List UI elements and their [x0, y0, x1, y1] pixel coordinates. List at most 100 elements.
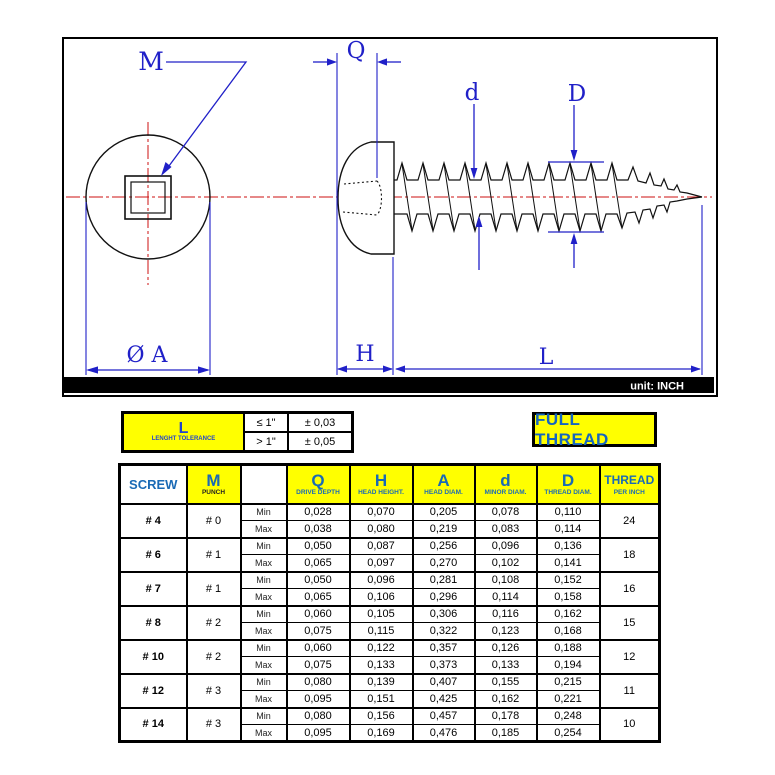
label-dd: D: [568, 81, 586, 107]
value-cell: 0,065: [285, 554, 351, 573]
value-cell: 0,270: [411, 554, 476, 573]
tolerance-row: > 1" ± 0,05: [123, 431, 354, 453]
value-cell: 0,110: [535, 502, 601, 521]
spec-row: Max 0,075 0,115 0,322 0,123 0,168: [120, 622, 660, 641]
value-cell: 0,080: [348, 520, 414, 539]
spec-row: Max 0,095 0,151 0,425 0,162 0,221: [120, 690, 660, 709]
value-cell: 0,457: [411, 706, 476, 725]
value-cell: 0,097: [348, 554, 414, 573]
punch-cell: # 2: [185, 638, 242, 675]
label-d: d: [465, 80, 480, 106]
label-l: L: [539, 345, 554, 370]
value-cell: 0,065: [285, 588, 351, 607]
tpi-cell: 16: [598, 570, 661, 607]
value-cell: 0,215: [535, 672, 601, 691]
value-cell: 0,219: [411, 520, 476, 539]
value-cell: 0,114: [473, 588, 538, 607]
dimension-l: L: [395, 345, 701, 373]
value-cell: 0,078: [473, 502, 538, 521]
spec-row: # 12 # 3 Min 0,080 0,139 0,407 0,155 0,2…: [118, 672, 661, 709]
value-cell: 0,075: [285, 622, 351, 641]
spec-header-row: SCREW M PUNCH Q DRIVE DEPTH H HEAD HEIGH…: [118, 463, 661, 505]
value-cell: 0,407: [411, 672, 476, 691]
side-view-head: [337, 141, 395, 255]
dimension-dd: D: [548, 81, 604, 268]
tpi-cell: 11: [598, 672, 661, 709]
value-cell: 0,155: [473, 672, 538, 691]
value-cell: 0,162: [473, 690, 538, 709]
value-cell: 0,373: [411, 656, 476, 675]
value-cell: 0,070: [348, 502, 414, 521]
tpi-cell: 15: [598, 604, 661, 641]
value-cell: 0,087: [348, 536, 414, 555]
value-cell: 0,108: [473, 570, 538, 589]
value-cell: 0,122: [348, 638, 414, 657]
header-minmax: [239, 463, 288, 505]
value-cell: 0,106: [348, 588, 414, 607]
label-q: Q: [347, 39, 366, 64]
minmax-label: Max: [239, 690, 288, 709]
spec-row: Max 0,065 0,106 0,296 0,114 0,158: [120, 588, 660, 607]
value-cell: 0,114: [535, 520, 601, 539]
minmax-label: Min: [239, 638, 288, 657]
value-cell: 0,095: [285, 724, 351, 743]
value-cell: 0,116: [473, 604, 538, 623]
tolerance-range: > 1": [243, 431, 289, 453]
spec-row: Max 0,065 0,097 0,270 0,102 0,141: [120, 554, 660, 573]
header-q: Q DRIVE DEPTH: [285, 463, 351, 505]
value-cell: 0,102: [473, 554, 538, 573]
value-cell: 0,476: [411, 724, 476, 743]
value-cell: 0,095: [285, 690, 351, 709]
punch-cell: # 1: [185, 570, 242, 607]
spec-table: SCREW M PUNCH Q DRIVE DEPTH H HEAD HEIGH…: [118, 463, 661, 743]
dimension-h: H: [337, 342, 393, 373]
value-cell: 0,133: [473, 656, 538, 675]
value-cell: 0,141: [535, 554, 601, 573]
value-cell: 0,322: [411, 622, 476, 641]
value-cell: 0,188: [535, 638, 601, 657]
screw-cell: # 10: [118, 638, 188, 675]
value-cell: 0,105: [348, 604, 414, 623]
screw-cell: # 6: [118, 536, 188, 573]
value-cell: 0,281: [411, 570, 476, 589]
value-cell: 0,425: [411, 690, 476, 709]
header-punch: M PUNCH: [185, 463, 242, 505]
tpi-cell: 12: [598, 638, 661, 675]
spec-row: Max 0,038 0,080 0,219 0,083 0,114: [120, 520, 660, 539]
tpi-cell: 24: [598, 502, 661, 539]
minmax-label: Max: [239, 588, 288, 607]
value-cell: 0,133: [348, 656, 414, 675]
extension-lines: [85, 53, 703, 375]
value-cell: 0,080: [285, 672, 351, 691]
tpi-cell: 18: [598, 536, 661, 573]
value-cell: 0,050: [285, 570, 351, 589]
value-cell: 0,357: [411, 638, 476, 657]
value-cell: 0,038: [285, 520, 351, 539]
thread-helix-lines: [401, 163, 623, 231]
value-cell: 0,162: [535, 604, 601, 623]
header-thread: THREAD PER INCH: [598, 463, 661, 505]
tolerance-value: ± 0,03: [287, 411, 354, 433]
value-cell: 0,050: [285, 536, 351, 555]
screw-cell: # 4: [118, 502, 188, 539]
screw-cell: # 14: [118, 706, 188, 743]
punch-cell: # 2: [185, 604, 242, 641]
side-view-thread: [394, 160, 703, 234]
value-cell: 0,126: [473, 638, 538, 657]
header-a: A HEAD DIAM.: [411, 463, 476, 505]
header-d: d MINOR DIAM.: [473, 463, 538, 505]
minmax-label: Min: [239, 706, 288, 725]
tolerance-table: L LENGHT TOLERANCE ≤ 1" ± 0,03 > 1" ± 0,…: [121, 411, 354, 453]
screw-cell: # 12: [118, 672, 188, 709]
value-cell: 0,075: [285, 656, 351, 675]
front-view: [85, 134, 211, 260]
minmax-label: Max: [239, 724, 288, 743]
tolerance-row: L LENGHT TOLERANCE ≤ 1" ± 0,03: [121, 411, 354, 453]
value-cell: 0,194: [535, 656, 601, 675]
tpi-cell: 10: [598, 706, 661, 743]
spec-row: # 8 # 2 Min 0,060 0,105 0,306 0,116 0,16…: [118, 604, 661, 641]
dimension-d: d: [465, 80, 483, 270]
minmax-label: Min: [239, 672, 288, 691]
minmax-label: Min: [239, 502, 288, 521]
value-cell: 0,060: [285, 638, 351, 657]
